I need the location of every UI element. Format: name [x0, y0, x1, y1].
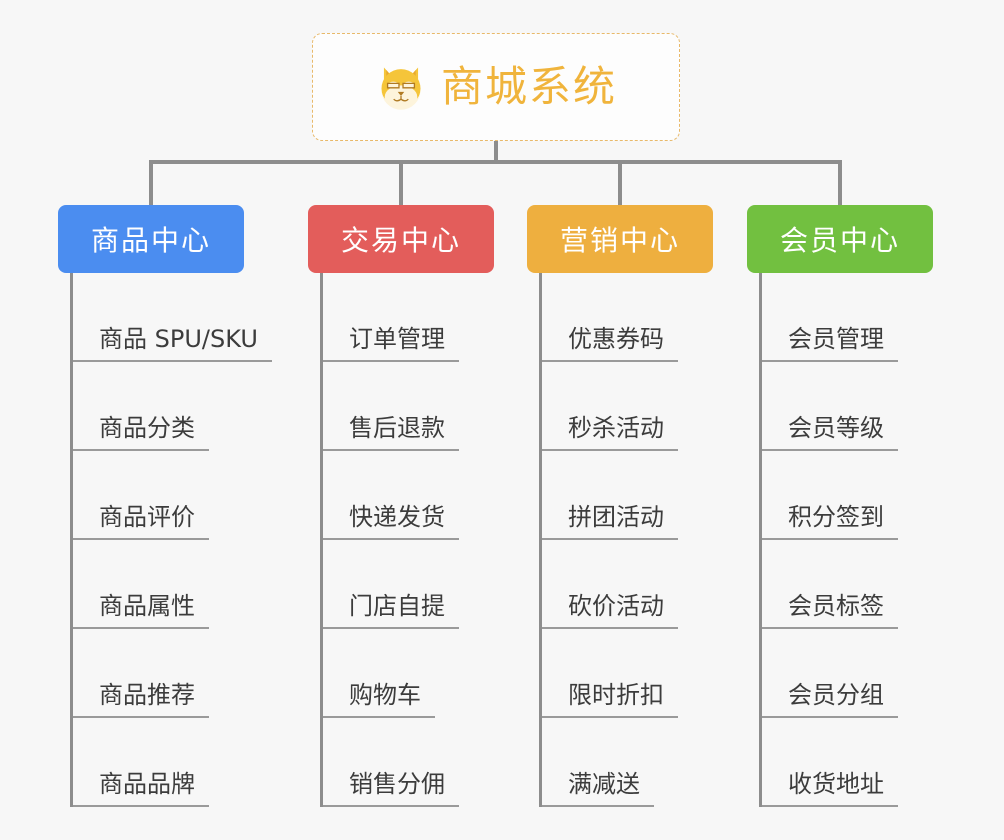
leaf-label: 商品 SPU/SKU — [73, 324, 272, 362]
leaf-item[interactable]: 会员管理 — [762, 273, 933, 362]
leaf-label: 销售分佣 — [323, 769, 459, 807]
category-header-label: 会员中心 — [779, 224, 900, 257]
category-header-4[interactable]: 会员中心 — [747, 205, 933, 273]
leaf-label: 会员标签 — [762, 591, 898, 629]
category-header-label: 交易中心 — [340, 224, 461, 257]
connector-horizontal-bus — [149, 160, 842, 164]
connector-drop-2 — [399, 160, 403, 205]
leaf-item[interactable]: 商品推荐 — [73, 629, 244, 718]
leaf-label: 商品属性 — [73, 591, 209, 629]
leaf-label: 优惠券码 — [542, 324, 678, 362]
connector-root-stem — [494, 141, 498, 162]
leaf-label: 秒杀活动 — [542, 413, 678, 451]
category-column-交易中心: 交易中心 订单管理 售后退款 快递发货 门店自提 购物车 销售分佣 — [308, 205, 494, 807]
leaf-label: 砍价活动 — [542, 591, 678, 629]
leaf-item[interactable]: 商品 SPU/SKU — [73, 273, 272, 362]
leaf-label: 限时折扣 — [542, 680, 678, 718]
leaf-item[interactable]: 门店自提 — [323, 540, 494, 629]
leaf-label: 购物车 — [323, 680, 435, 718]
leaf-item[interactable]: 限时折扣 — [542, 629, 713, 718]
leaf-item[interactable]: 积分签到 — [762, 451, 933, 540]
leaf-label: 收货地址 — [762, 769, 898, 807]
leaf-item[interactable]: 订单管理 — [323, 273, 494, 362]
leaf-label: 订单管理 — [323, 324, 459, 362]
leaf-label: 商品评价 — [73, 502, 209, 540]
leaf-label: 会员分组 — [762, 680, 898, 718]
category-header-3[interactable]: 营销中心 — [527, 205, 713, 273]
leaf-label: 快递发货 — [323, 502, 459, 540]
leaf-item[interactable]: 销售分佣 — [323, 718, 494, 807]
leaf-label: 商品推荐 — [73, 680, 209, 718]
leaf-label: 拼团活动 — [542, 502, 678, 540]
category-column-营销中心: 营销中心 优惠券码 秒杀活动 拼团活动 砍价活动 限时折扣 满减送 — [527, 205, 713, 807]
leaf-list-2: 订单管理 售后退款 快递发货 门店自提 购物车 销售分佣 — [320, 273, 494, 807]
leaf-item[interactable]: 优惠券码 — [542, 273, 713, 362]
category-header-2[interactable]: 交易中心 — [308, 205, 494, 273]
root-node[interactable]: 商城系统 — [312, 33, 680, 141]
category-column-商品中心: 商品中心 商品 SPU/SKU 商品分类 商品评价 商品属性 商品推荐 商品品牌 — [58, 205, 272, 807]
category-header-label: 营销中心 — [559, 224, 680, 257]
leaf-label: 门店自提 — [323, 591, 459, 629]
leaf-item[interactable]: 购物车 — [323, 629, 494, 718]
leaf-label: 满减送 — [542, 769, 654, 807]
leaf-item[interactable]: 砍价活动 — [542, 540, 713, 629]
leaf-label: 会员等级 — [762, 413, 898, 451]
root-title: 商城系统 — [440, 62, 617, 111]
connector-drop-3 — [618, 160, 622, 205]
leaf-label: 商品品牌 — [73, 769, 209, 807]
shiba-dog-face-icon — [381, 67, 421, 110]
category-header-1[interactable]: 商品中心 — [58, 205, 244, 273]
leaf-label: 会员管理 — [762, 324, 898, 362]
category-header-label: 商品中心 — [90, 224, 211, 257]
leaf-list-1: 商品 SPU/SKU 商品分类 商品评价 商品属性 商品推荐 商品品牌 — [70, 273, 272, 807]
connector-drop-4 — [838, 160, 842, 205]
leaf-list-4: 会员管理 会员等级 积分签到 会员标签 会员分组 收货地址 — [759, 273, 933, 807]
leaf-item[interactable]: 秒杀活动 — [542, 362, 713, 451]
leaf-label: 积分签到 — [762, 502, 898, 540]
leaf-item[interactable]: 会员等级 — [762, 362, 933, 451]
leaf-item[interactable]: 快递发货 — [323, 451, 494, 540]
leaf-item[interactable]: 收货地址 — [762, 718, 933, 807]
leaf-label: 售后退款 — [323, 413, 459, 451]
leaf-item[interactable]: 拼团活动 — [542, 451, 713, 540]
leaf-list-3: 优惠券码 秒杀活动 拼团活动 砍价活动 限时折扣 满减送 — [539, 273, 713, 807]
leaf-item[interactable]: 商品分类 — [73, 362, 244, 451]
leaf-item[interactable]: 商品属性 — [73, 540, 244, 629]
leaf-item[interactable]: 售后退款 — [323, 362, 494, 451]
leaf-item[interactable]: 满减送 — [542, 718, 713, 807]
leaf-item[interactable]: 会员标签 — [762, 540, 933, 629]
leaf-item[interactable]: 商品品牌 — [73, 718, 244, 807]
connector-drop-1 — [149, 160, 153, 205]
leaf-label: 商品分类 — [73, 413, 209, 451]
category-column-会员中心: 会员中心 会员管理 会员等级 积分签到 会员标签 会员分组 收货地址 — [747, 205, 933, 807]
leaf-item[interactable]: 会员分组 — [762, 629, 933, 718]
leaf-item[interactable]: 商品评价 — [73, 451, 244, 540]
